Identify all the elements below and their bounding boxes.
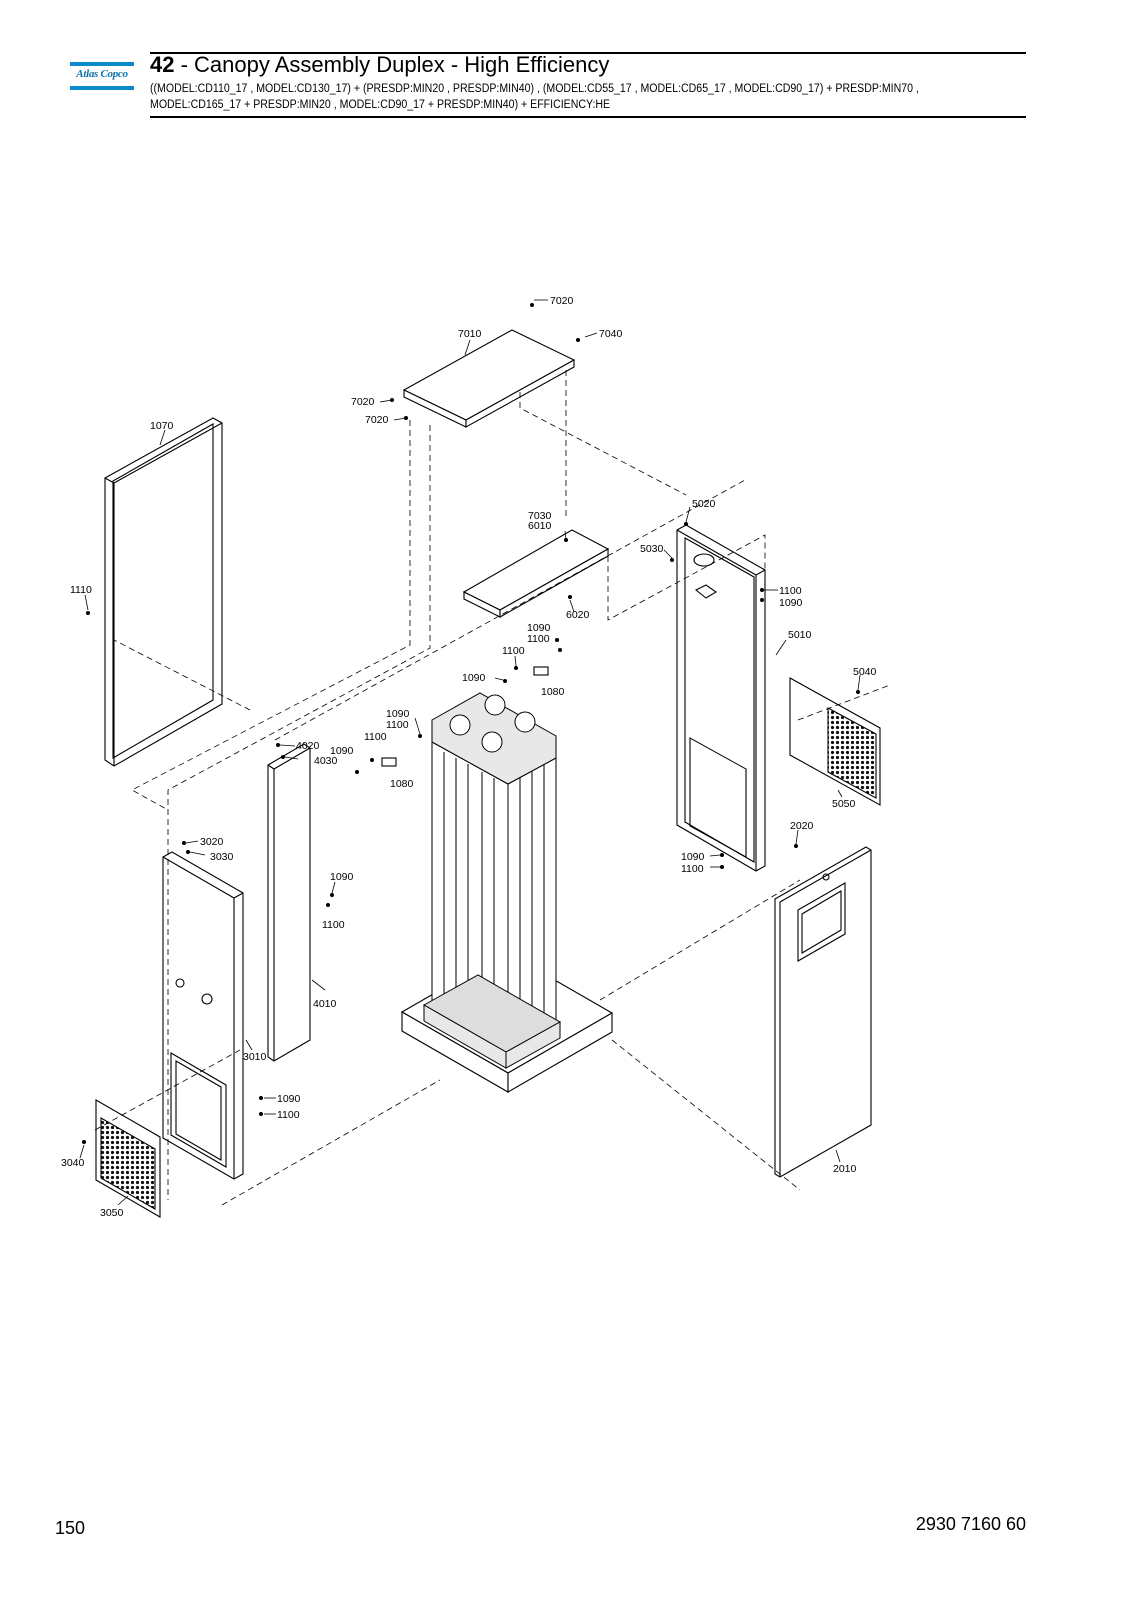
callout-label: 1080 bbox=[390, 778, 414, 790]
callout-label: 3040 bbox=[61, 1157, 85, 1169]
callout-label: 5010 bbox=[788, 629, 812, 641]
atlas-copco-logo: Atlas Copco bbox=[70, 62, 134, 94]
callout-leaders bbox=[79, 299, 861, 1206]
right-grille-5050 bbox=[789, 677, 881, 806]
front-door-panel-2010 bbox=[774, 846, 872, 1178]
callout-label: 5040 bbox=[853, 666, 877, 678]
callout-label: 5020 bbox=[692, 498, 716, 510]
hinge-bracket-lower bbox=[381, 757, 397, 767]
callout-label: 1100 bbox=[502, 645, 525, 657]
dryer-towers bbox=[422, 692, 562, 1069]
callout-labels: 7020 7040 7010 7020 7020 1070 1110 7030 … bbox=[61, 295, 877, 1219]
callout-label: 4030 bbox=[314, 755, 338, 767]
logo-text: Atlas Copco bbox=[76, 68, 128, 80]
callout-label: 1080 bbox=[541, 686, 565, 698]
callout-label: 1110 bbox=[70, 584, 92, 596]
callout-label: 1100 bbox=[364, 731, 387, 743]
left-frame-1070 bbox=[104, 417, 223, 767]
callout-label: 1100 bbox=[779, 585, 802, 597]
callout-label: 1090 bbox=[681, 851, 705, 863]
callout-label: 1100 bbox=[322, 919, 345, 931]
callout-label: 1090 bbox=[527, 622, 551, 634]
callout-label: 1090 bbox=[277, 1093, 301, 1105]
callout-label: 1090 bbox=[386, 708, 410, 720]
section-title: - Canopy Assembly Duplex - High Efficien… bbox=[174, 52, 610, 77]
callout-label: 2020 bbox=[790, 820, 814, 832]
callout-label: 3010 bbox=[243, 1051, 267, 1063]
callout-label: 1090 bbox=[462, 672, 486, 684]
top-cover-panel bbox=[402, 329, 576, 428]
header-top-rule bbox=[150, 52, 1026, 54]
page-title: 42 - Canopy Assembly Duplex - High Effic… bbox=[150, 52, 609, 78]
document-number: 2930 7160 60 bbox=[915, 1514, 1026, 1534]
logo-bottom-bar bbox=[70, 86, 134, 90]
left-grille-3050 bbox=[95, 1099, 161, 1218]
hinge-bracket-upper bbox=[533, 666, 549, 676]
callout-label: 3050 bbox=[100, 1207, 124, 1219]
callout-label: 1100 bbox=[386, 719, 409, 731]
callout-label: 1100 bbox=[527, 633, 550, 645]
callout-label: 1090 bbox=[779, 597, 803, 609]
callout-label: 6020 bbox=[566, 609, 590, 621]
page-number: 150 bbox=[55, 1518, 86, 1538]
callout-label: 7020 bbox=[365, 414, 389, 426]
model-applicability: ((MODEL:CD110_17 , MODEL:CD130_17) + (PR… bbox=[150, 83, 919, 111]
callout-label: 7030 bbox=[528, 510, 552, 522]
callout-label: 1100 bbox=[681, 863, 704, 875]
callout-label: 1070 bbox=[150, 420, 174, 432]
callout-label: 5050 bbox=[832, 798, 856, 810]
section-number: 42 bbox=[150, 52, 175, 77]
callout-label: 1100 bbox=[277, 1109, 300, 1121]
callout-label: 4020 bbox=[296, 740, 320, 752]
callout-label: 4010 bbox=[313, 998, 337, 1010]
callout-label: 1090 bbox=[330, 871, 354, 883]
callout-label: 3030 bbox=[210, 851, 234, 863]
narrow-side-panel-4010 bbox=[267, 743, 311, 1062]
callout-label: 7010 bbox=[458, 328, 482, 340]
callout-label: 7020 bbox=[351, 396, 375, 408]
callout-label: 7020 bbox=[550, 295, 574, 307]
fastener-markers bbox=[82, 303, 860, 1144]
callout-label: 2010 bbox=[833, 1163, 857, 1175]
callout-label: 3020 bbox=[200, 836, 224, 848]
callout-label: 7040 bbox=[599, 328, 623, 340]
header-bottom-rule bbox=[150, 116, 1026, 118]
callout-label: 1090 bbox=[330, 745, 354, 757]
callout-label: 6010 bbox=[528, 520, 552, 532]
logo-top-bar bbox=[70, 62, 134, 66]
callout-label: 5030 bbox=[640, 543, 664, 555]
assembly-guide-lines bbox=[94, 370, 891, 1206]
intermediate-shelf bbox=[462, 529, 610, 618]
right-back-panel-5010 bbox=[676, 524, 766, 872]
left-side-panel-3010 bbox=[162, 851, 244, 1180]
